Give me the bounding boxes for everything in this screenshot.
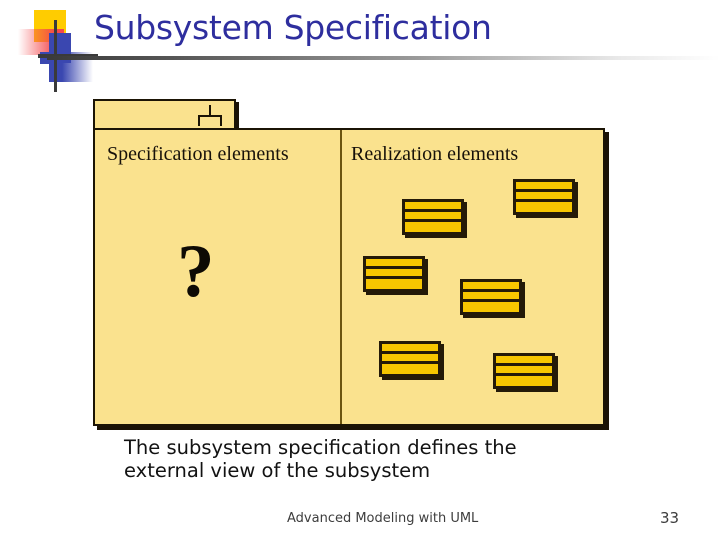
uml-class-box (513, 179, 575, 215)
uml-subsystem-icon (198, 105, 222, 126)
subsystem-package: Specification elements Realization eleme… (93, 99, 605, 426)
compartment-header-specification: Specification elements (107, 143, 289, 165)
uml-class-compartment (366, 279, 422, 289)
uml-class-compartment (382, 354, 438, 364)
uml-class-compartment (516, 182, 572, 192)
uml-class-compartment (463, 292, 519, 302)
page-title: Subsystem Specification (94, 8, 492, 47)
uml-class-compartment (463, 302, 519, 312)
uml-class-compartment (405, 222, 461, 232)
uml-class-compartment (405, 212, 461, 222)
slide-caption: The subsystem specification defines the … (124, 436, 517, 482)
uml-class-compartment (516, 202, 572, 212)
uml-class-compartment (496, 376, 552, 386)
uml-class-compartment (382, 364, 438, 374)
uml-class-box (460, 279, 522, 315)
package-tab (93, 99, 236, 130)
uml-class-compartment (382, 344, 438, 354)
uml-class-box (402, 199, 464, 235)
footer-title: Advanced Modeling with UML (287, 511, 479, 526)
uml-class-box (379, 341, 441, 377)
uml-class-compartment (496, 356, 552, 366)
compartment-header-realization: Realization elements (351, 143, 519, 165)
specification-placeholder-question-mark: ? (177, 230, 215, 313)
decorative-logo (18, 6, 98, 92)
uml-class-box (493, 353, 555, 389)
uml-class-compartment (405, 202, 461, 212)
title-divider-rule (47, 56, 720, 60)
uml-class-compartment (366, 269, 422, 279)
uml-class-compartment (463, 282, 519, 292)
compartment-divider (340, 130, 342, 424)
uml-class-compartment (516, 192, 572, 202)
uml-class-compartment (366, 259, 422, 269)
uml-class-box (363, 256, 425, 292)
footer-page-number: 33 (660, 509, 680, 527)
uml-class-compartment (496, 366, 552, 376)
